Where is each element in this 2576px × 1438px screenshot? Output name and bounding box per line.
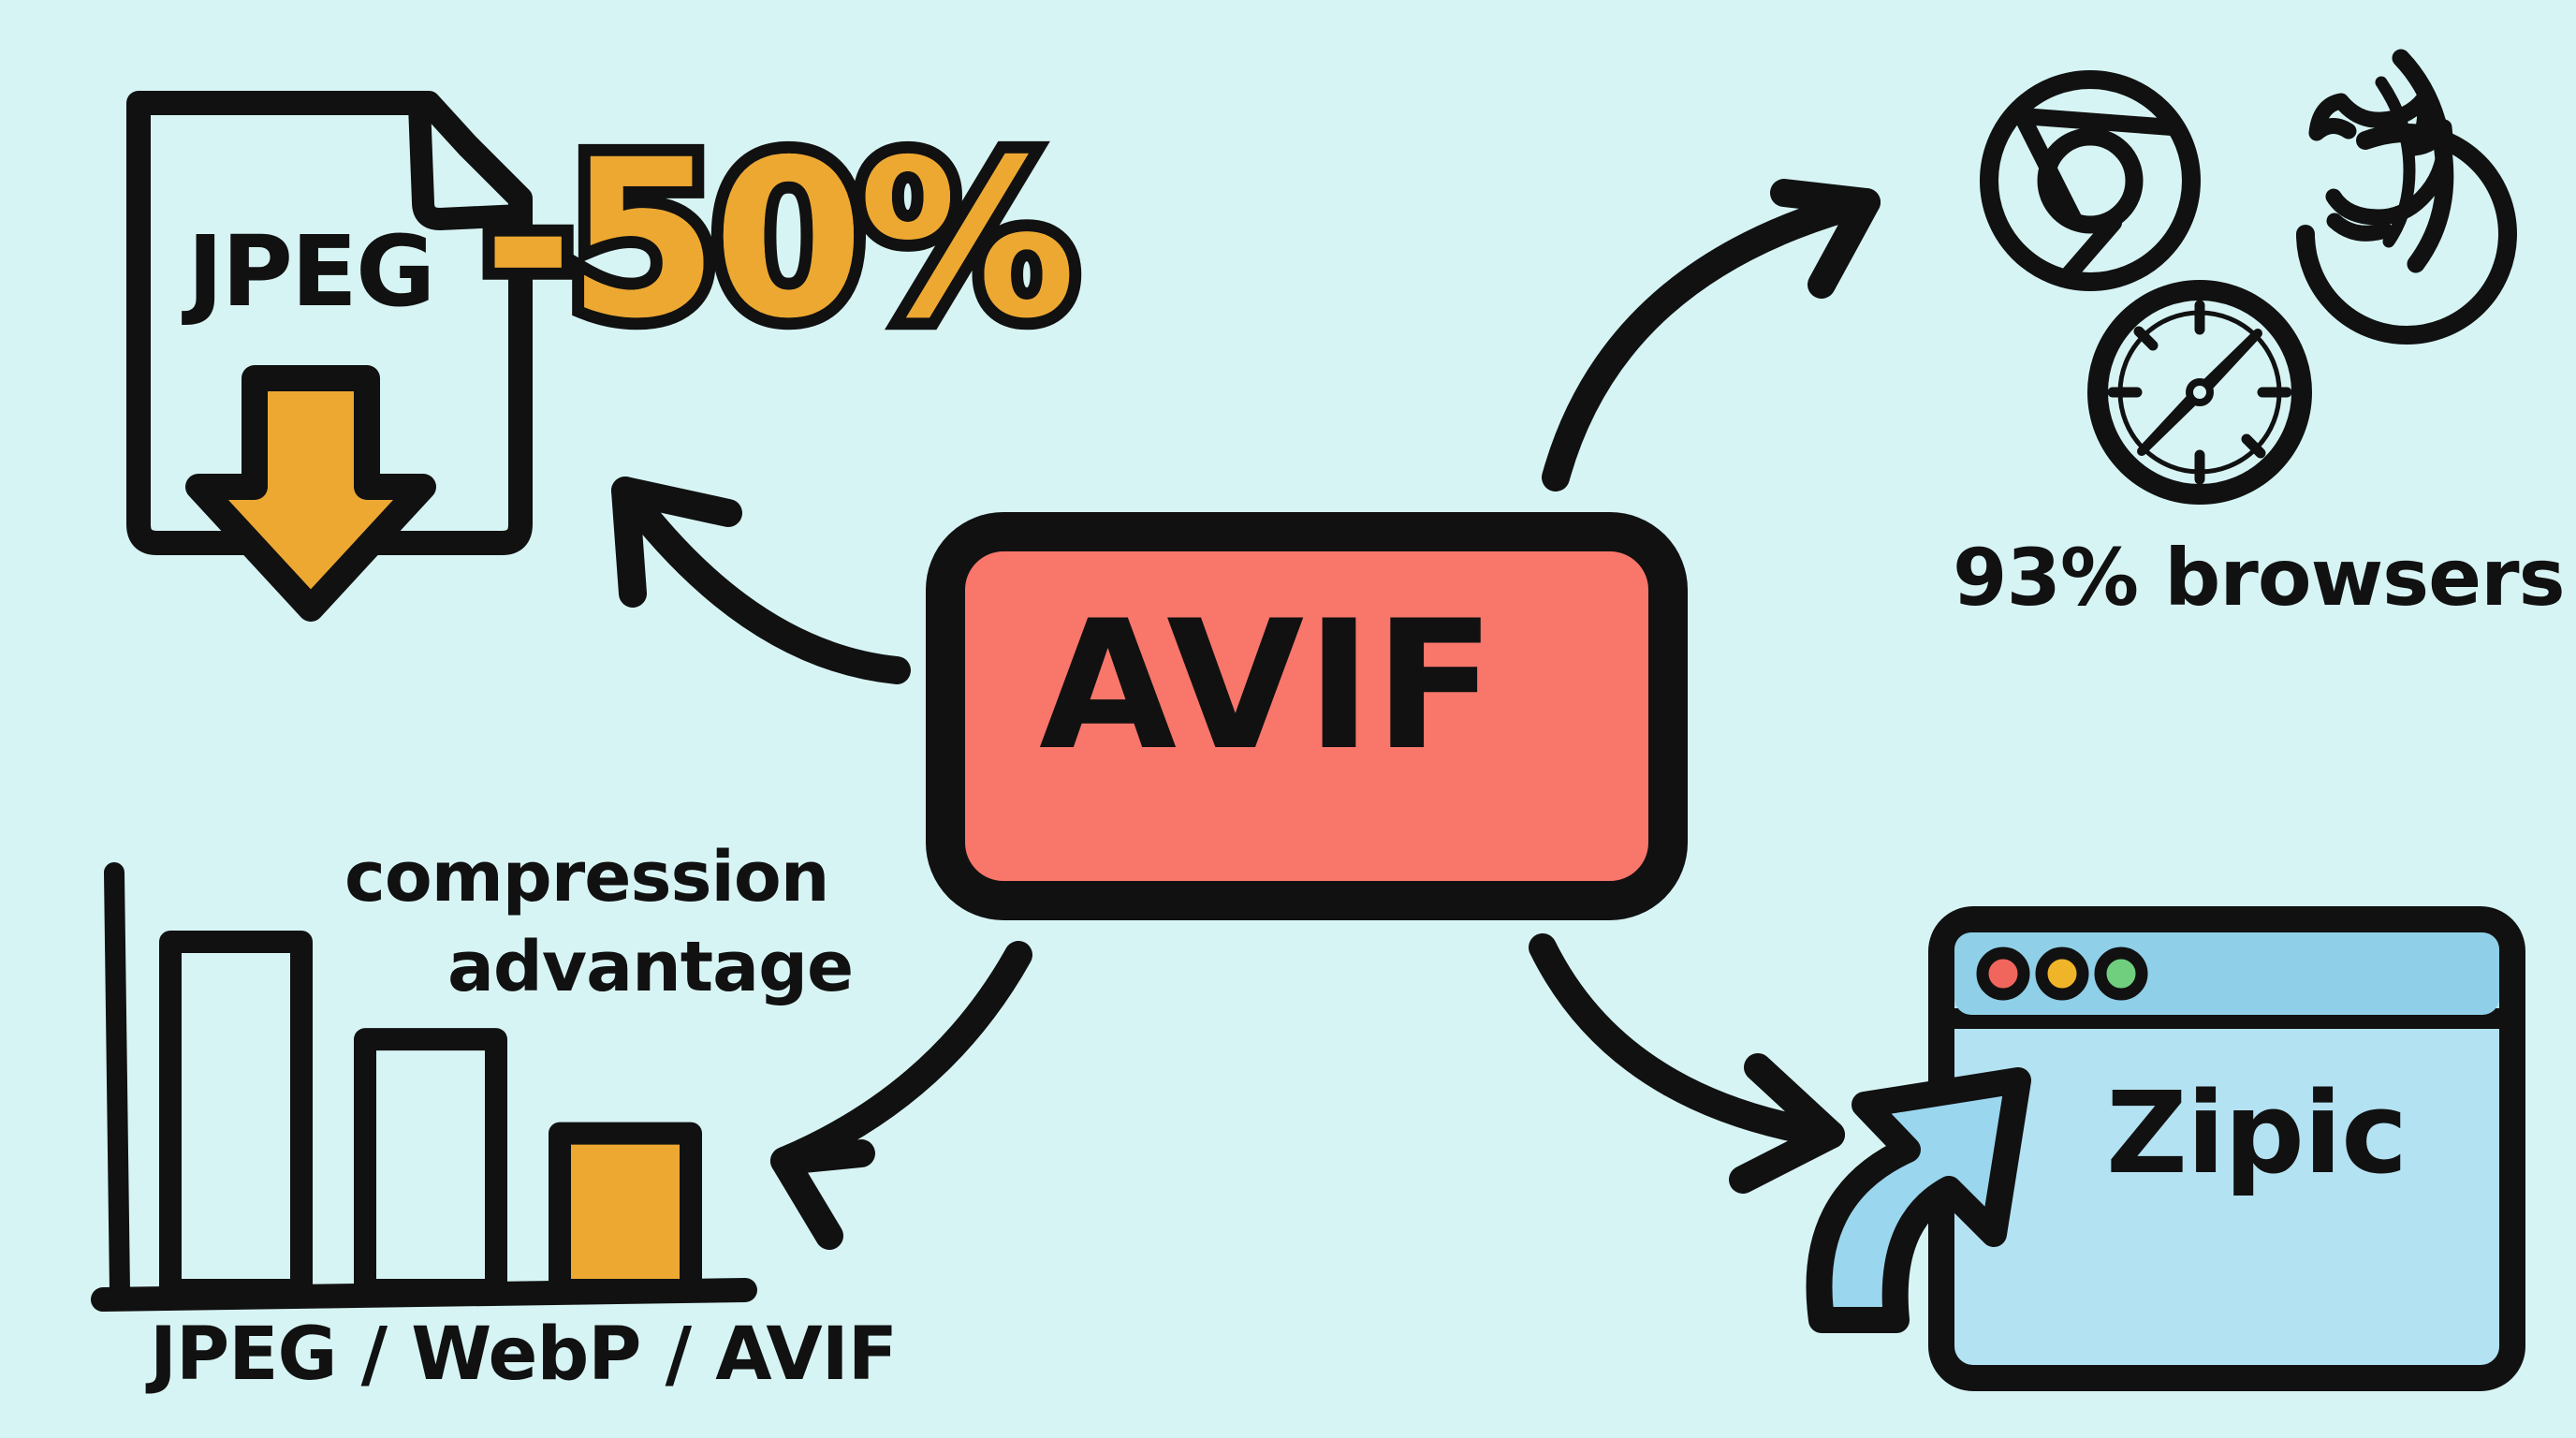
chart-note-line-1: compression <box>344 837 829 917</box>
compression-bar-chart <box>91 862 757 1312</box>
avif-to-browsers-arrow <box>1542 179 1881 492</box>
traffic-light-red <box>1976 946 2030 1001</box>
chrome-icon <box>1980 70 2201 291</box>
avif-badge[interactable] <box>926 512 1688 920</box>
avif-badge-label: AVIF <box>1039 582 1498 789</box>
traffic-light-green <box>2094 946 2148 1001</box>
browser-support-caption: 93% browsers <box>1953 532 2566 624</box>
firefox-icon <box>2296 49 2517 345</box>
import-arrow-icon <box>1806 1067 2031 1333</box>
jpeg-document-icon <box>126 91 533 555</box>
bar-webp <box>354 1028 507 1302</box>
chart-note-line-2: advantage <box>447 927 854 1007</box>
download-arrow-icon <box>185 365 436 622</box>
bar-avif <box>549 1122 702 1301</box>
size-reduction-stat-outline: -50% <box>471 113 1089 366</box>
chart-axis-caption: JPEG / WebP / AVIF <box>150 1313 898 1397</box>
safari-icon <box>2087 280 2312 505</box>
size-reduction-stat: -50% <box>483 113 1076 366</box>
avif-to-chart-arrow <box>770 941 1032 1250</box>
avif-to-jpeg-arrow <box>611 477 911 684</box>
bar-jpeg <box>159 931 313 1301</box>
zipic-window <box>1928 906 2525 1391</box>
zipic-app-label: Zipic <box>2106 1069 2408 1199</box>
jpeg-document-label: JPEG <box>187 214 435 329</box>
traffic-light-yellow <box>2035 946 2089 1001</box>
avif-to-zipic-arrow <box>1529 933 1845 1194</box>
